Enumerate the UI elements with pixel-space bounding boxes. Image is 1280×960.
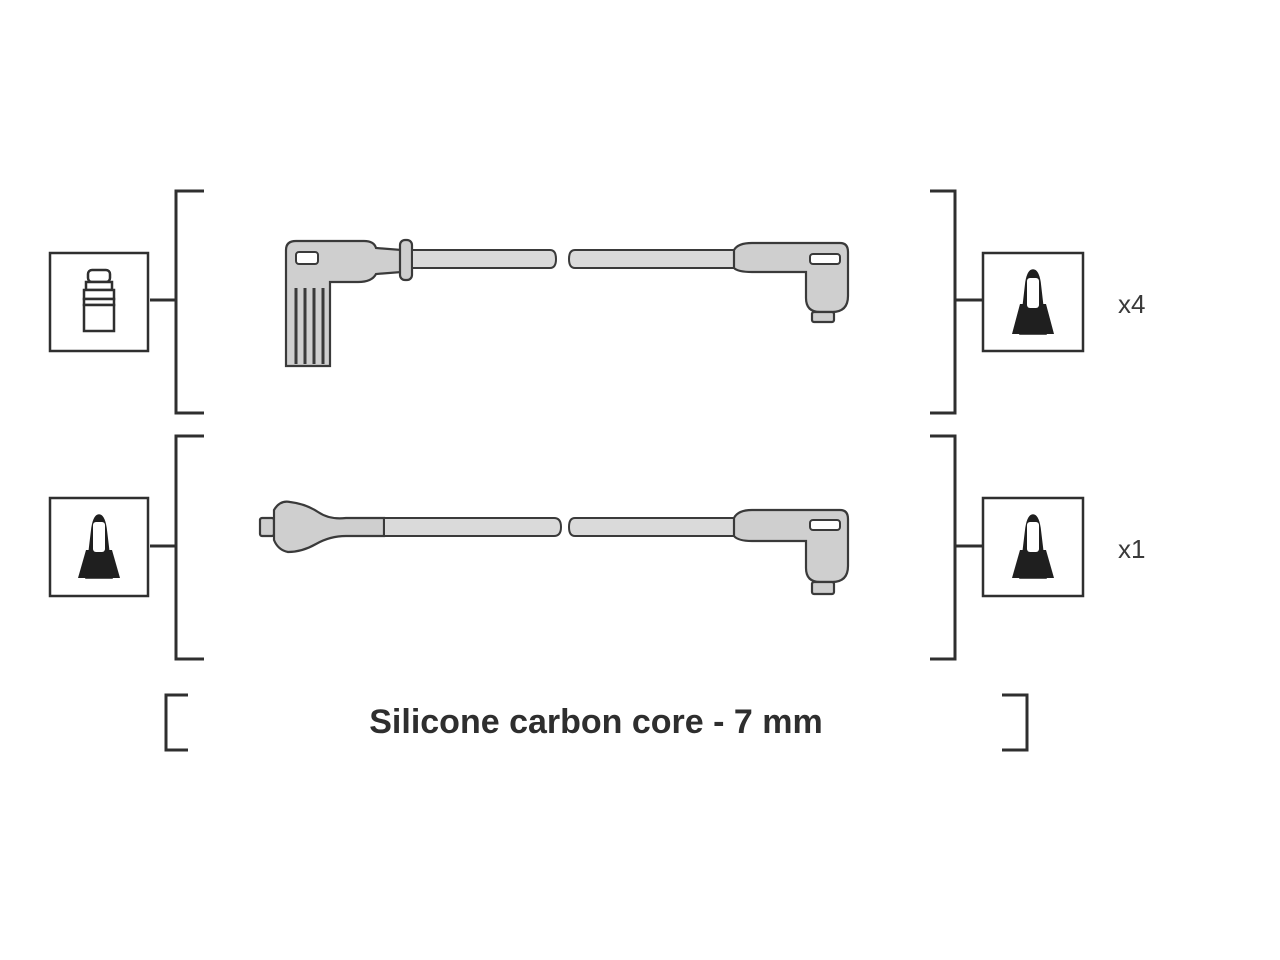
caption-group: Silicone carbon core - 7 mm bbox=[164, 693, 1029, 752]
lead-row-1: x4 bbox=[48, 189, 1145, 415]
coil-terminal-icon bbox=[48, 496, 150, 598]
caption-left-bracket bbox=[164, 693, 188, 752]
right-bracket-row-1 bbox=[930, 189, 983, 415]
left-bracket-row-1 bbox=[150, 189, 204, 415]
cable-row-2 bbox=[258, 500, 850, 596]
quantity-label-row-2: x1 bbox=[1118, 534, 1145, 564]
distributor-terminal-icon bbox=[981, 251, 1085, 353]
quantity-label-row-1: x4 bbox=[1118, 289, 1145, 319]
caption-right-bracket bbox=[1002, 693, 1029, 752]
left-bracket-row-2 bbox=[150, 434, 204, 661]
lead-row-2: x1 bbox=[48, 434, 1145, 661]
distributor-terminal-icon bbox=[981, 496, 1085, 598]
cable-row-1 bbox=[284, 238, 850, 368]
core-caption: Silicone carbon core - 7 mm bbox=[369, 703, 822, 741]
right-bracket-row-2 bbox=[930, 434, 983, 661]
spark-plug-terminal-icon bbox=[48, 251, 150, 353]
